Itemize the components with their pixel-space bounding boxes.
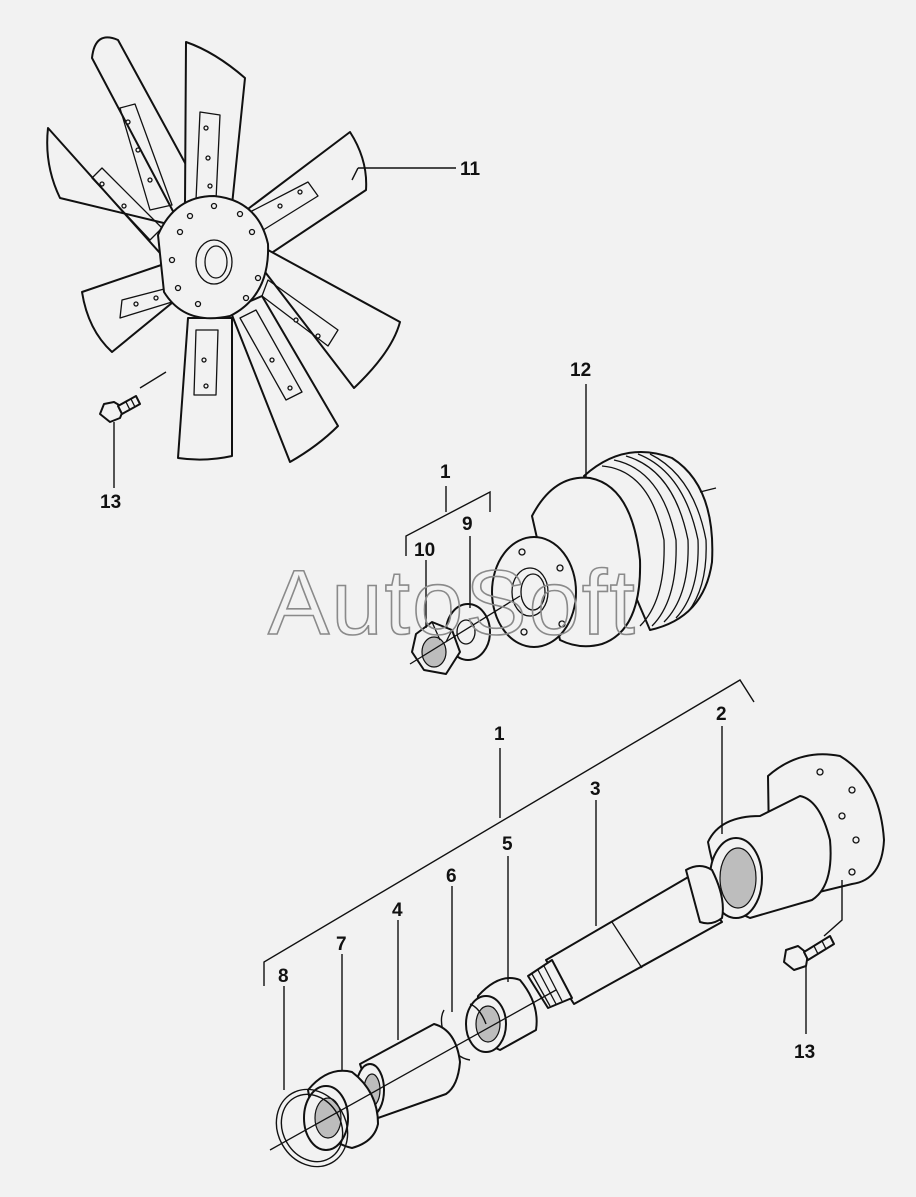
fan-blade-plate xyxy=(119,103,173,211)
pulley-bore-inner xyxy=(520,573,546,611)
fan-blade-plate xyxy=(91,167,163,241)
callout-11: 11 xyxy=(460,159,481,180)
callout-12: 12 xyxy=(570,360,591,381)
pulley-grooves xyxy=(601,453,707,627)
shaft-housing xyxy=(707,753,885,919)
fan-assembly xyxy=(46,36,401,463)
callout-6: 6 xyxy=(446,866,457,887)
pulley-bolt-holes xyxy=(518,548,566,636)
fan-blade-plate xyxy=(261,279,339,347)
fan-blade-plate xyxy=(239,309,303,401)
circlip xyxy=(275,1088,349,1168)
bearing-front xyxy=(465,977,538,1053)
callout-8: 8 xyxy=(278,966,289,987)
callout-1-upper: 1 xyxy=(440,462,451,483)
housing-bolt xyxy=(783,935,835,971)
fan-blade xyxy=(239,131,368,263)
pulley-bore xyxy=(511,567,549,617)
watermark-text: AutoSoft xyxy=(268,552,637,654)
fan-blade xyxy=(46,127,173,263)
fan-blade xyxy=(261,249,401,389)
callout-10: 10 xyxy=(414,540,435,561)
callout-9: 9 xyxy=(462,514,473,535)
callout-13-lower: 13 xyxy=(794,1042,815,1063)
leader-lines xyxy=(113,167,843,1090)
pulley-assembly xyxy=(491,451,717,648)
callout-5: 5 xyxy=(502,834,513,855)
callout-3: 3 xyxy=(590,779,601,800)
fan-blade xyxy=(81,261,179,353)
fan-blade-plate xyxy=(193,329,219,396)
callout-1-lower: 1 xyxy=(494,724,505,745)
fan-blade xyxy=(229,295,339,463)
callout-7: 7 xyxy=(336,934,347,955)
callout-13-upper: 13 xyxy=(100,492,121,513)
callout-labels: 11 12 13 1 9 10 1 2 3 5 6 4 7 8 13 xyxy=(100,159,815,1063)
fan-blades xyxy=(46,36,401,463)
drive-shaft xyxy=(527,865,724,1009)
fan-center-bore-inner xyxy=(204,245,228,279)
fan-hub-bolt-holes xyxy=(168,202,262,308)
callout-4: 4 xyxy=(392,900,403,921)
fan-blade-rivets xyxy=(99,119,321,391)
fan-blade xyxy=(91,36,209,216)
fan-blade xyxy=(177,317,233,461)
fan-bolt xyxy=(99,395,141,423)
fan-blade xyxy=(184,41,246,206)
callout-2: 2 xyxy=(716,704,727,725)
fan-center-bore xyxy=(195,239,233,285)
